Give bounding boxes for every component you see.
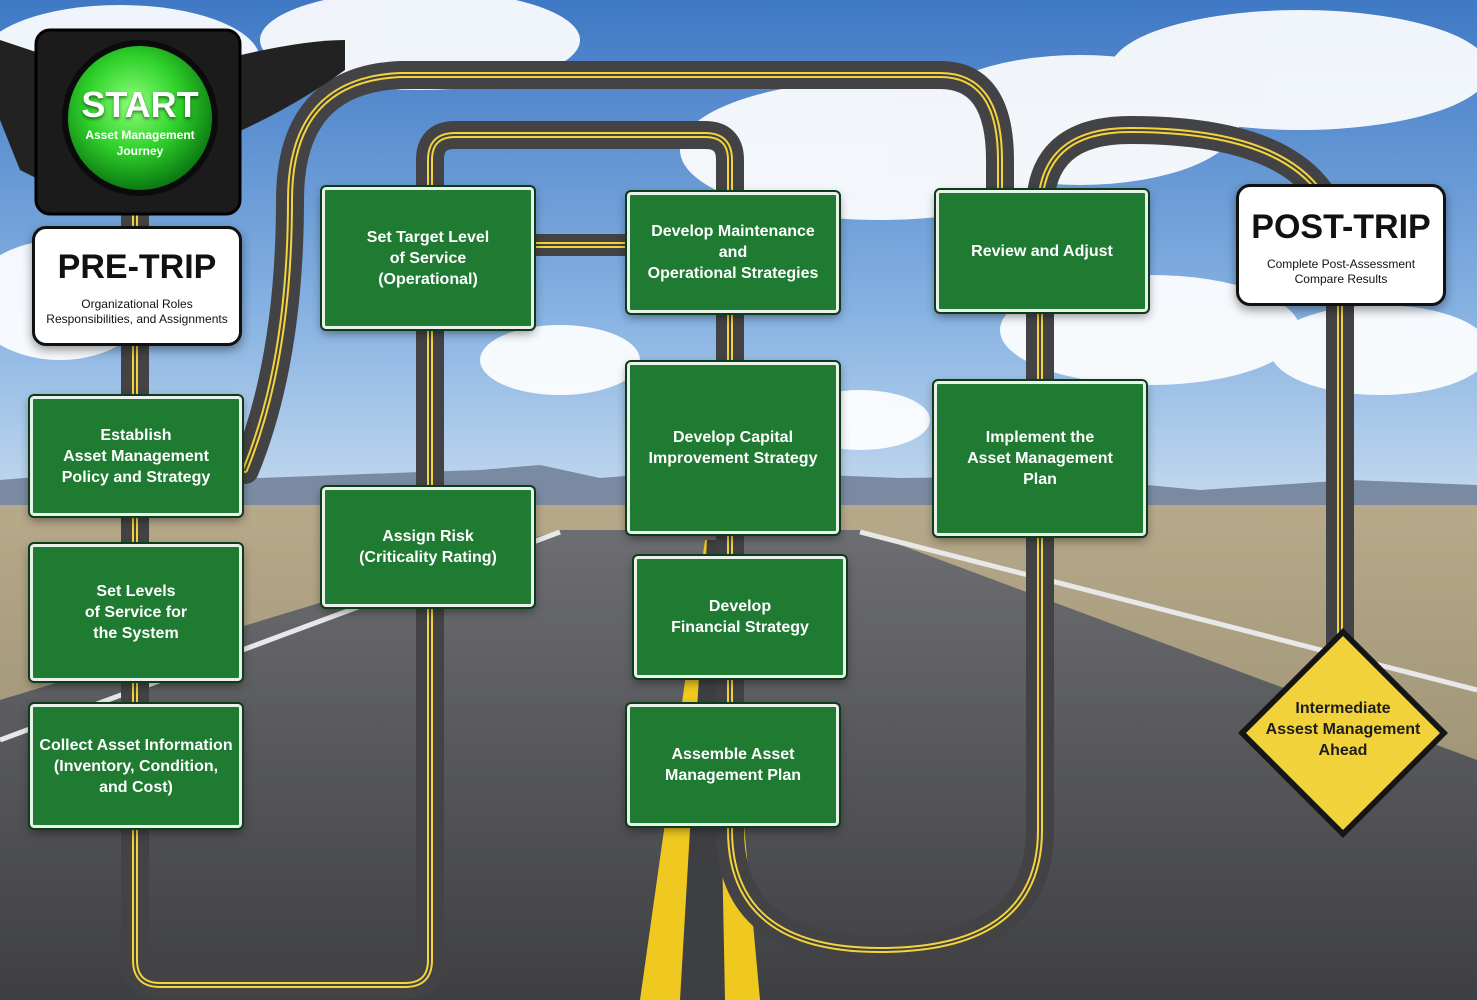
pre-trip-title: PRE-TRIP [57,248,217,286]
traffic-light [0,28,345,216]
post-trip-title: POST-TRIP [1251,208,1431,246]
sign-assign-risk: Assign Risk (Criticality Rating) [320,485,536,609]
post-trip-subtitle: Complete Post-Assessment Compare Results [1266,257,1416,286]
pre-trip-panel: PRE-TRIP Organizational Roles Responsibi… [32,226,242,346]
sign-collect-asset-info: Collect Asset Information (Inventory, Co… [28,702,244,830]
sign-maintenance-strategies: Develop Maintenance and Operational Stra… [625,190,841,315]
sign-set-target-los: Set Target Level of Service (Operational… [320,185,536,331]
start-title: START [81,84,199,125]
warning-sign-label: Intermediate Assest Management Ahead [1265,700,1421,759]
sign-review-adjust: Review and Adjust [934,188,1150,314]
sign-implement-plan: Implement the Asset Management Plan [932,379,1148,538]
green-light-icon [68,46,212,190]
sign-set-levels-of-service: Set Levels of Service for the System [28,542,244,683]
sign-financial-strategy: Develop Financial Strategy [632,554,848,680]
start-light-label: START Asset Management Journey [70,85,210,159]
sign-assemble-plan: Assemble Asset Management Plan [625,702,841,828]
sign-establish-policy: Establish Asset Management Policy and St… [28,394,244,518]
warning-diamond [1238,628,1448,838]
sign-capital-improvement: Develop Capital Improvement Strategy [625,360,841,536]
journey-road [121,61,1354,999]
start-subtitle: Asset Management Journey [85,128,195,158]
post-trip-panel: POST-TRIP Complete Post-Assessment Compa… [1236,184,1446,306]
pre-trip-subtitle: Organizational Roles Responsibilities, a… [46,297,228,326]
